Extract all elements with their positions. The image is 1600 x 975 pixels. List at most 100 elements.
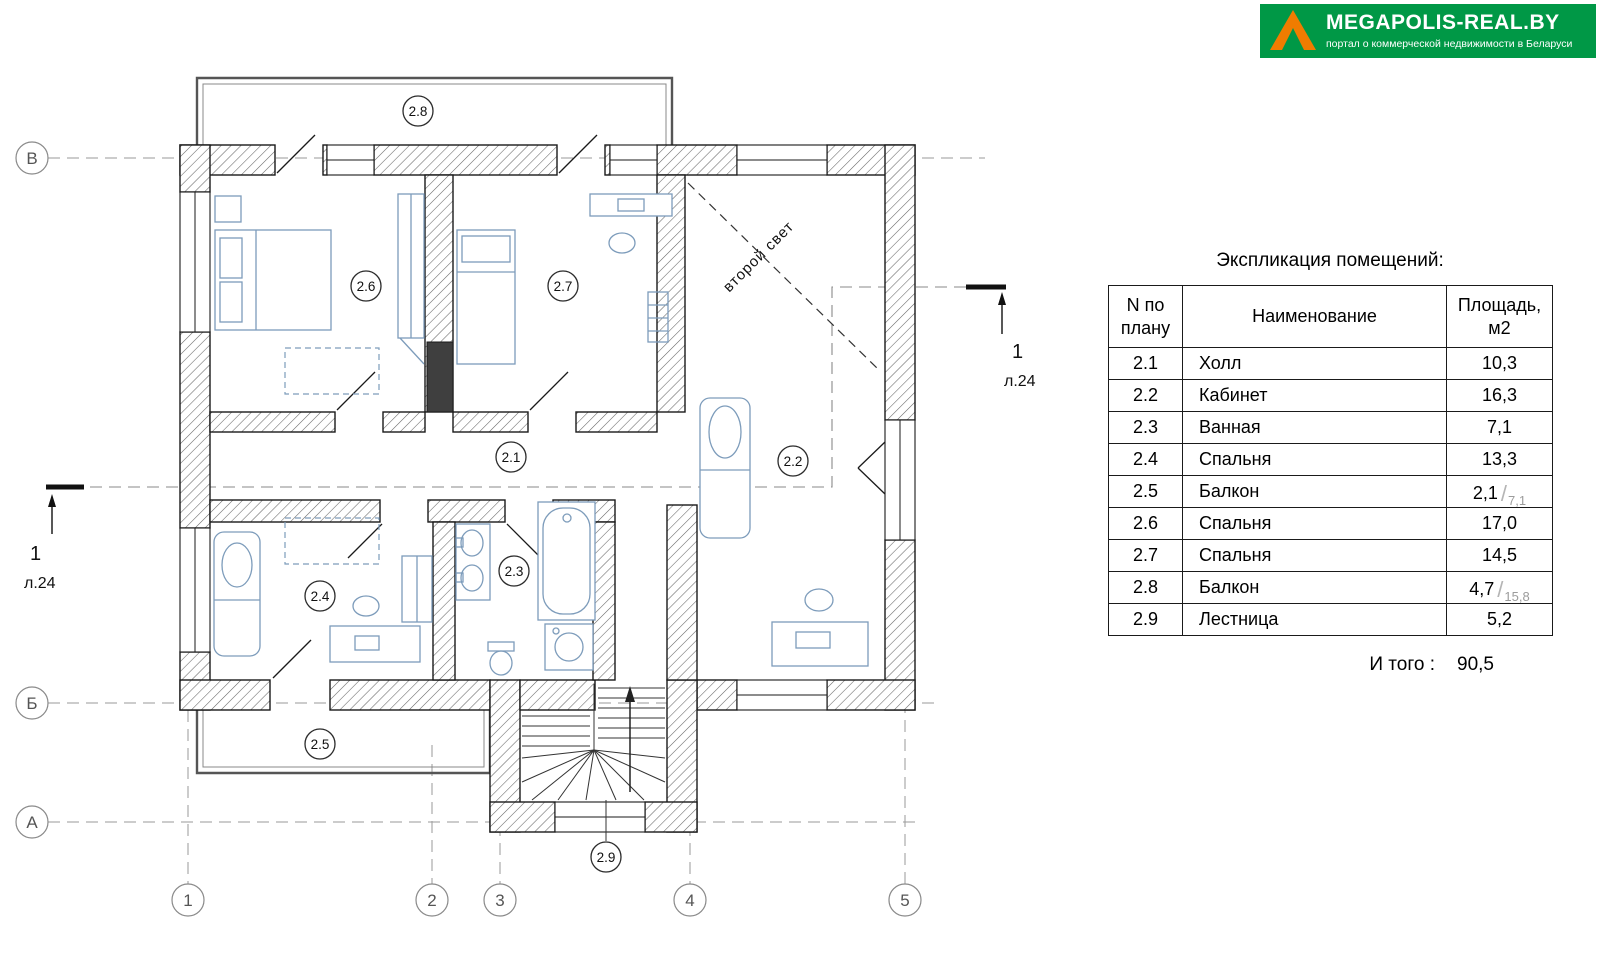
shaft — [426, 341, 454, 413]
cell-name: Холл — [1182, 347, 1447, 380]
balcony-2-8-outline — [195, 76, 674, 145]
windows — [179, 144, 916, 833]
room-label-2-1: 2.1 — [495, 441, 527, 473]
logo-text: MEGAPOLIS-REAL.BY портал о коммерческой … — [1326, 11, 1573, 50]
cell-name: Лестница — [1182, 603, 1447, 636]
schedule-total: И того : 90,5 — [1108, 654, 1552, 676]
cell-num: 2.6 — [1108, 507, 1183, 540]
stairs-2-9 — [521, 684, 666, 801]
door-room-2-4 — [347, 523, 383, 559]
section-number: 1 — [30, 543, 41, 565]
cell-num: 2.8 — [1108, 571, 1183, 604]
total-label: И того : — [1369, 654, 1436, 675]
vanity-sinks-2-3 — [455, 523, 491, 601]
col-header-name: Наименование — [1182, 285, 1447, 348]
bed-2-6 — [214, 229, 332, 331]
room-schedule: Экспликация помещений: N по плану Наимен… — [1108, 250, 1553, 676]
second-light-label: второй свет — [720, 218, 798, 296]
door-room-2-2 — [857, 467, 886, 495]
door-balcony-2-5 — [272, 639, 312, 679]
area-subvalue: 15,8 — [1497, 581, 1529, 603]
window — [609, 144, 658, 176]
cell-area: 14,5 — [1446, 539, 1553, 572]
area-value: 17,0 — [1481, 513, 1518, 533]
door-room-2-3 — [506, 523, 542, 559]
stairs-up-arrowhead — [625, 686, 635, 702]
cell-num: 2.7 — [1108, 539, 1183, 572]
doors — [272, 134, 886, 679]
table-row: 2.9 Лестница 5,2 — [1108, 603, 1553, 636]
axis-row-a: А — [15, 805, 49, 839]
table-row: 2.1 Холл 10,3 — [1108, 347, 1553, 380]
logo-title: MEGAPOLIS-REAL.BY — [1326, 11, 1560, 35]
schedule-table: N по плану Наименование Площадь, м2 2.1 … — [1108, 285, 1553, 636]
logo-subtitle: портал о коммерческой недвижимости в Бел… — [1326, 37, 1573, 50]
area-value: 13,3 — [1481, 449, 1518, 469]
dashed-area-2-6 — [284, 347, 380, 395]
bathtub-2-3 — [537, 501, 596, 621]
room-labels: 2.8 2.6 2.7 2.1 2.2 2.3 2.4 2.5 2.9 — [304, 95, 809, 873]
table-row: 2.4 Спальня 13,3 — [1108, 443, 1553, 476]
cell-name: Спальня — [1182, 507, 1447, 540]
window — [179, 527, 211, 653]
door-room-2-2 — [857, 441, 886, 469]
cell-area: 17,0 — [1446, 507, 1553, 540]
axis-row-v: В — [15, 141, 49, 175]
room-label-2-6: 2.6 — [350, 270, 382, 302]
cell-num: 2.1 — [1108, 347, 1183, 380]
bed-2-7 — [456, 229, 516, 365]
section-mark-left: 1 л.24 — [24, 484, 84, 592]
axis-col-1: 1 — [171, 883, 205, 917]
door-balcony-2-8-right — [558, 134, 598, 174]
header-row: N по плану Наименование Площадь, м2 — [1108, 285, 1553, 348]
cell-num: 2.9 — [1108, 603, 1183, 636]
axis-label: 5 — [900, 891, 909, 910]
axis-label: В — [26, 149, 37, 168]
window — [179, 191, 211, 333]
door-room-2-6 — [336, 371, 376, 411]
walls — [179, 144, 916, 833]
section-mark-right: 1 л.24 — [966, 284, 1036, 390]
room-number: 2.3 — [505, 564, 524, 579]
nightstand-2-6 — [214, 195, 242, 223]
area-value: 7,1 — [1486, 417, 1513, 437]
axis-col-3: 3 — [483, 883, 517, 917]
table-row: 2.8 Балкон 4,715,8 — [1108, 571, 1553, 604]
cell-name: Спальня — [1182, 539, 1447, 572]
area-value: 16,3 — [1481, 385, 1518, 405]
cell-area: 13,3 — [1446, 443, 1553, 476]
cell-area: 10,3 — [1446, 347, 1553, 380]
axis-bubbles: В Б А 1 2 3 4 5 — [15, 141, 922, 917]
room-number: 2.9 — [597, 850, 616, 865]
schedule-title: Экспликация помещений: — [1216, 250, 1444, 271]
desk-2-7 — [589, 193, 673, 343]
room-number: 2.4 — [311, 589, 330, 604]
table-row: 2.2 Кабинет 16,3 — [1108, 379, 1553, 412]
wardrobe-2-6 — [397, 193, 425, 365]
room-number: 2.6 — [357, 279, 376, 294]
axis-label: 2 — [427, 891, 436, 910]
area-value: 4,7 — [1469, 578, 1495, 599]
washing-machine-2-3 — [544, 623, 594, 671]
room-number: 2.1 — [502, 450, 521, 465]
cell-num: 2.3 — [1108, 411, 1183, 444]
section-sheet: л.24 — [24, 575, 56, 592]
area-value: 14,5 — [1481, 545, 1518, 565]
axis-label: 4 — [685, 891, 694, 910]
section-sheet: л.24 — [1004, 373, 1036, 390]
door-room-2-7 — [529, 371, 569, 411]
cell-name: Балкон — [1182, 475, 1447, 508]
cell-area: 5,2 — [1446, 603, 1553, 636]
total-value: 90,5 — [1457, 654, 1494, 675]
axis-col-2: 2 — [415, 883, 449, 917]
site-logo-banner[interactable]: MEGAPOLIS-REAL.BY портал о коммерческой … — [1260, 4, 1596, 58]
area-subvalue: 7,1 — [1501, 485, 1526, 507]
col-header-num: N по плану — [1108, 285, 1183, 348]
cell-num: 2.2 — [1108, 379, 1183, 412]
room-number: 2.8 — [409, 104, 428, 119]
bed-2-4 — [213, 531, 261, 657]
window — [736, 144, 828, 176]
desk-2-4 — [329, 595, 421, 663]
area-value: 10,3 — [1481, 353, 1518, 373]
second-light: второй свет — [687, 182, 881, 372]
